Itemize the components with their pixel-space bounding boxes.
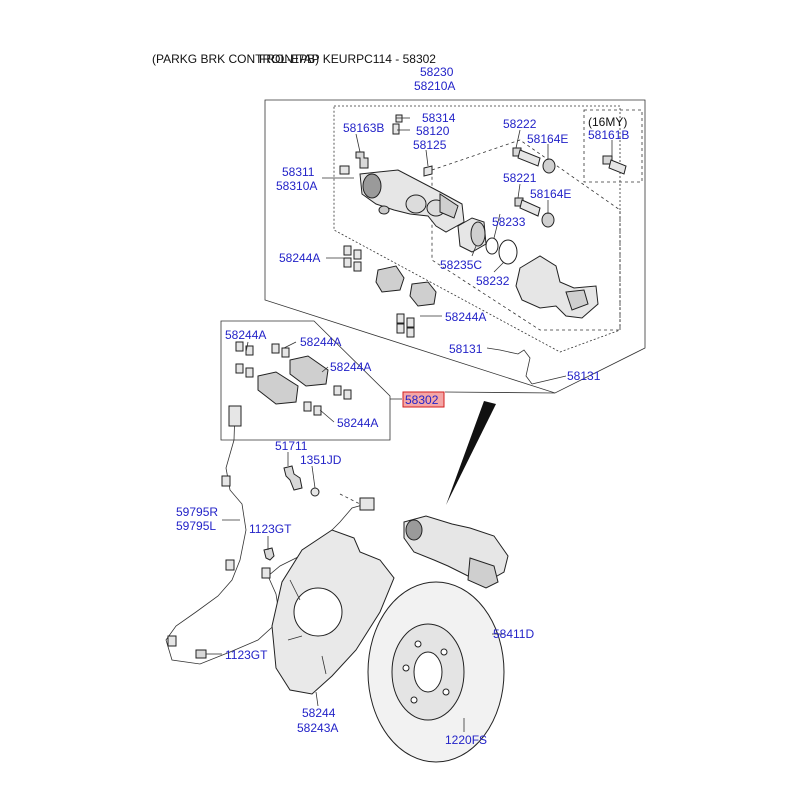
label-1123gt-lower[interactable]: 1123GT — [225, 648, 268, 662]
washer-1351jd — [310, 487, 320, 497]
part-labels: 58230 58210A 58314 58163B 58120 58125 58… — [176, 65, 629, 747]
bolt-51711 — [283, 465, 303, 491]
shim-set-upper — [343, 245, 362, 272]
label-58244a-4[interactable]: 58244A — [300, 335, 341, 349]
clip-bracket — [339, 165, 350, 175]
label-58125[interactable]: 58125 — [413, 138, 447, 152]
label-16my: (16MY) — [588, 115, 627, 129]
seal-58232 — [498, 239, 518, 265]
label-58222[interactable]: 58222 — [503, 117, 537, 131]
label-58230[interactable]: 58230 — [420, 65, 454, 79]
pad-kit-pad-upper — [289, 355, 329, 387]
label-58244a-3[interactable]: 58244A — [225, 328, 266, 342]
bleeder-screw-cap — [395, 114, 403, 123]
pad-set-frame — [220, 320, 391, 441]
label-58244[interactable]: 58244 — [302, 706, 336, 720]
cable-clip-right — [261, 567, 271, 579]
label-58244a-2[interactable]: 58244A — [445, 310, 486, 324]
pad-kit-pad-lower — [257, 371, 299, 405]
bolt-1123gt-lower — [195, 649, 207, 659]
brake-pad-upper-left — [375, 265, 405, 293]
guide-bolt-58163b — [355, 151, 369, 169]
pad-kit-shims — [235, 341, 352, 416]
label-58310a[interactable]: 58310A — [276, 179, 317, 193]
sensor-head — [359, 497, 375, 511]
carrier-dashed-frame — [431, 139, 621, 331]
label-59795r[interactable]: 59795R — [176, 505, 218, 519]
piston-58235c — [457, 217, 487, 253]
leader-lines — [206, 129, 613, 732]
16my-dashed-box — [583, 109, 643, 183]
boot-58164e-lower — [541, 212, 555, 228]
caliper-subassembly-frame — [333, 105, 621, 353]
label-58131-lower[interactable]: 58131 — [567, 369, 601, 383]
label-58163b[interactable]: 58163B — [343, 121, 384, 135]
cable-clip-lower — [167, 635, 177, 647]
label-58311[interactable]: 58311 — [282, 165, 315, 179]
label-58244a-6[interactable]: 58244A — [337, 416, 378, 430]
cable-clip-upper — [221, 475, 231, 487]
guide-pin-58222 — [512, 147, 541, 167]
cable-clip-middle — [225, 559, 235, 571]
seal-ring-58233 — [485, 237, 499, 255]
label-58243a[interactable]: 58243A — [297, 721, 338, 735]
label-58232[interactable]: 58232 — [476, 274, 510, 288]
label-51711[interactable]: 51711 — [275, 439, 308, 453]
label-58164e-upper[interactable]: 58164E — [527, 132, 568, 146]
label-58120[interactable]: 58120 — [416, 124, 450, 138]
spring-58125 — [423, 165, 433, 177]
leader-58302-frame — [444, 391, 556, 394]
label-1351jd[interactable]: 1351JD — [300, 453, 342, 467]
label-1220fs[interactable]: 1220FS — [445, 733, 487, 747]
label-58221[interactable]: 58221 — [503, 171, 537, 185]
brake-pad-upper-right — [409, 281, 437, 307]
label-1123gt-upper[interactable]: 1123GT — [249, 522, 292, 536]
guide-bolt-58161b — [602, 155, 627, 175]
sensor-connector — [228, 405, 242, 427]
header-parking-brake-text: (PARKG BRK CONTROL-EPB) — [152, 52, 320, 66]
caliper-carrier — [515, 255, 599, 319]
label-58131-upper[interactable]: 58131 — [449, 342, 483, 356]
label-58244a-5[interactable]: 58244A — [330, 360, 371, 374]
guide-pin-58221 — [514, 197, 541, 217]
caliper-assembly-frame — [264, 99, 646, 394]
label-58210a[interactable]: 58210A — [414, 79, 455, 93]
header-part-reference-text: FRONT/AP KEURPC114 - 58302 — [259, 52, 436, 66]
bleeder-screw — [392, 123, 400, 135]
pointer-arrow — [446, 401, 496, 505]
label-58161b[interactable]: 58161B — [588, 128, 629, 142]
label-58233[interactable]: 58233 — [492, 215, 526, 229]
label-58411d[interactable]: 58411D — [493, 627, 534, 641]
caliper-body — [359, 169, 465, 233]
dust-shield-hole — [293, 587, 343, 637]
pad-spring-wire — [499, 349, 533, 385]
bolt-1123gt-upper — [263, 547, 275, 561]
boot-58164e-upper — [542, 158, 556, 174]
label-58302[interactable]: 58302 — [405, 393, 439, 407]
label-58164e-lower[interactable]: 58164E — [530, 187, 571, 201]
label-58244a-1[interactable]: 58244A — [279, 251, 320, 265]
brake-disc-center — [413, 651, 443, 693]
label-58235c[interactable]: 58235C — [440, 258, 482, 272]
label-58302-highlight — [402, 391, 445, 408]
label-58314[interactable]: 58314 — [422, 111, 456, 125]
shim-set-lower — [396, 313, 415, 338]
label-59795l[interactable]: 59795L — [176, 519, 216, 533]
caliper-assembled — [403, 515, 509, 589]
